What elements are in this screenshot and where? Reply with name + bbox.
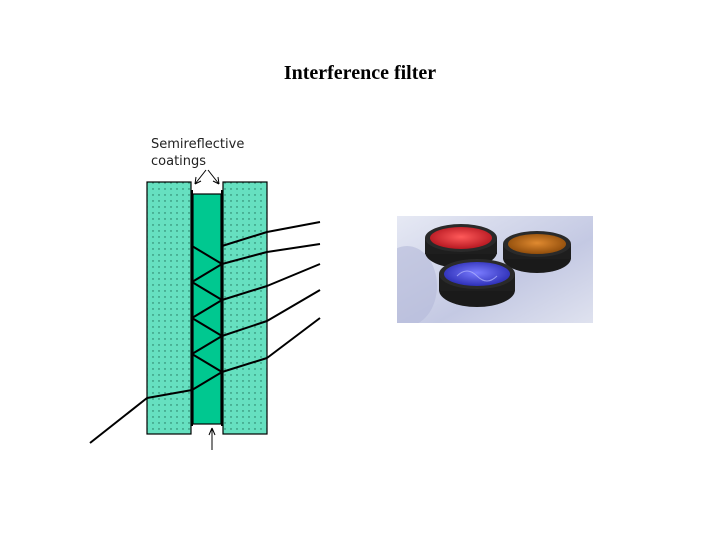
right-glass-plate <box>222 181 268 435</box>
transmitted-ray-5 <box>221 221 321 247</box>
slide-title: Interference filter <box>283 62 437 84</box>
coatings-pointer-arrows <box>194 169 220 185</box>
orange-filter <box>503 231 571 273</box>
coatings-label-line2: coatings <box>151 154 206 169</box>
filters-photo <box>377 216 593 326</box>
coatings-label-line1: Semireflective <box>151 137 244 152</box>
blue-filter <box>439 259 515 307</box>
transmitted-ray-3 <box>221 263 321 301</box>
transmitted-ray-2 <box>221 289 321 337</box>
light-ray-paths <box>89 221 321 444</box>
transmitted-ray-1 <box>221 317 321 373</box>
transmitted-ray-4 <box>221 243 321 265</box>
red-filter <box>425 224 497 268</box>
spacer-pointer-arrow <box>208 427 216 450</box>
interference-filter-diagram: Semireflective coatings <box>80 125 330 460</box>
